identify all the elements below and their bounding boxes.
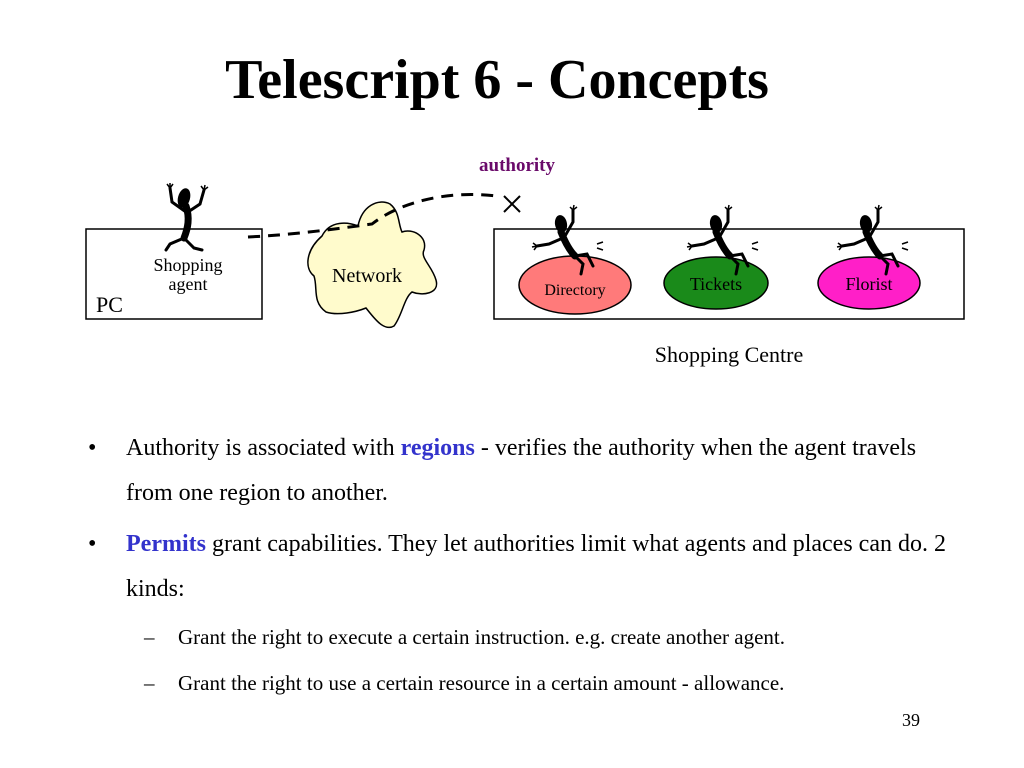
sub-bullet-text: Grant the right to use a certain resourc… [178, 671, 785, 695]
slide-title: Telescript 6 - Concepts [225, 49, 769, 111]
keyword-regions: regions [400, 435, 475, 461]
shopping-agent-icon [166, 183, 208, 250]
bullet-list: • Authority is associated with regions -… [88, 426, 958, 712]
bullet-item-permits: • Permits grant capabilities. They let a… [88, 522, 958, 706]
bullet-text: grant capabilities. They let authorities… [126, 531, 946, 602]
sub-bullet-text: Grant the right to execute a certain ins… [178, 625, 785, 649]
pc-box [85, 228, 263, 320]
network-label: Network [332, 265, 402, 287]
authority-label: authority [479, 155, 556, 176]
shopping-agent-label-line1: Shopping [153, 255, 222, 275]
keyword-permits: Permits [126, 531, 206, 557]
pc-label: PC [96, 292, 123, 317]
sub-bullet-list: – Grant the right to execute a certain i… [126, 614, 958, 706]
sub-bullet-item: – Grant the right to execute a certain i… [144, 614, 958, 660]
shopping-centre-label: Shopping Centre [655, 342, 804, 367]
network-cloud [307, 201, 438, 329]
florist-label: Florist [845, 274, 892, 294]
florist-place [817, 256, 921, 310]
sub-bullet-item: – Grant the right to use a certain resou… [144, 660, 958, 706]
bullet-marker: • [88, 531, 97, 557]
bullet-item-authority: • Authority is associated with regions -… [88, 426, 958, 516]
shopping-centre-box [493, 228, 965, 320]
bullet-text: - verifies the authority when the agent … [126, 435, 917, 506]
bullet-marker: • [88, 435, 97, 461]
bullet-text: Authority is associated with [126, 435, 401, 461]
tickets-label: Tickets [690, 274, 742, 294]
telescript-diagram: Shopping agent PC Network authority Dire… [85, 155, 965, 367]
shopping-agent-label-line2: agent [169, 274, 208, 294]
tickets-place [663, 256, 769, 310]
sub-bullet-marker: – [144, 625, 155, 649]
agent-travel-path [247, 192, 497, 239]
directory-label: Directory [544, 282, 605, 299]
page-number: 39 [902, 710, 920, 730]
sub-bullet-marker: – [144, 671, 155, 695]
authority-cross-icon [503, 195, 521, 213]
